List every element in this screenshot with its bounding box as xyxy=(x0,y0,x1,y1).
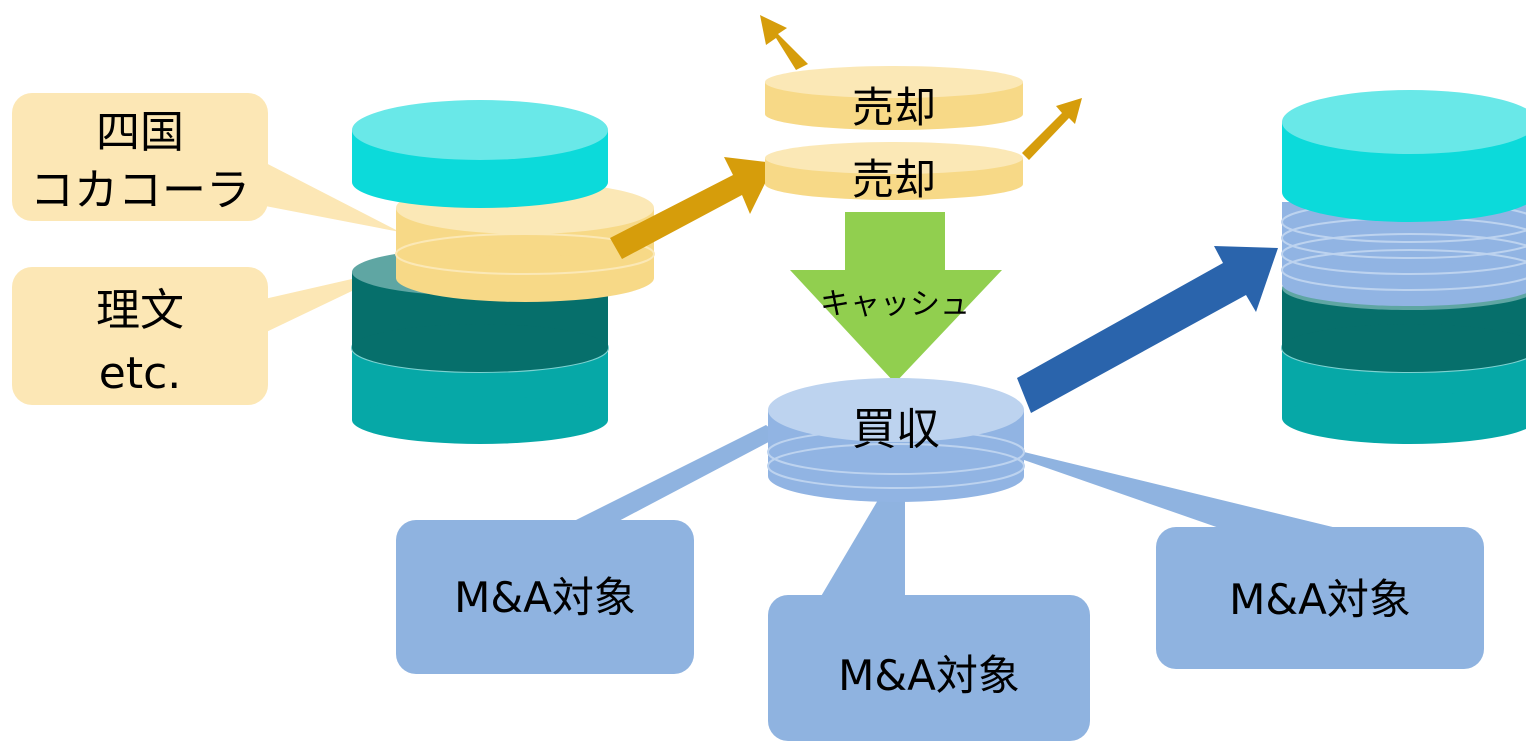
cash-arrow-label: キャッシュ xyxy=(820,287,970,322)
sell-arrow xyxy=(610,157,775,259)
callout-box-top xyxy=(12,93,268,221)
left-stack xyxy=(351,100,655,444)
ma-pointer-left xyxy=(570,425,780,523)
ma-callout-box-middle xyxy=(768,595,1090,741)
sell-disk-bottom xyxy=(765,142,1023,200)
acquire-arrow xyxy=(1017,246,1278,413)
callout-bottom-line1: 理文 xyxy=(96,285,184,336)
buy-disk-label: 買収 xyxy=(852,404,940,455)
sell-disk-bottom-label: 売却 xyxy=(852,155,936,204)
callout-bottom-line2: etc. xyxy=(99,348,182,399)
callout-top-line1: 四国 xyxy=(96,107,184,158)
buy-disk xyxy=(767,378,1025,502)
right-stack xyxy=(1281,90,1526,444)
callout-top-line2: コカコーラ xyxy=(30,165,250,216)
ma-callout-label-middle: M&A対象 xyxy=(838,651,1020,700)
sell-arrow-small-left xyxy=(760,15,808,70)
ma-pointer-right xyxy=(1024,452,1345,530)
ma-callout-box-left xyxy=(396,520,694,674)
callout-box-bottom xyxy=(12,267,268,405)
ma-callout-label-left: M&A対象 xyxy=(454,573,636,622)
cash-arrow xyxy=(790,212,1002,383)
ma-callout-box-right xyxy=(1156,527,1484,669)
ma-pointer-middle xyxy=(820,500,905,598)
callout-pointer-top xyxy=(260,160,400,232)
sell-disk-top-label: 売却 xyxy=(852,83,936,132)
sell-disk-top xyxy=(765,66,1023,130)
sell-arrow-small-right xyxy=(1022,98,1082,160)
ma-callout-label-right: M&A対象 xyxy=(1229,575,1411,624)
